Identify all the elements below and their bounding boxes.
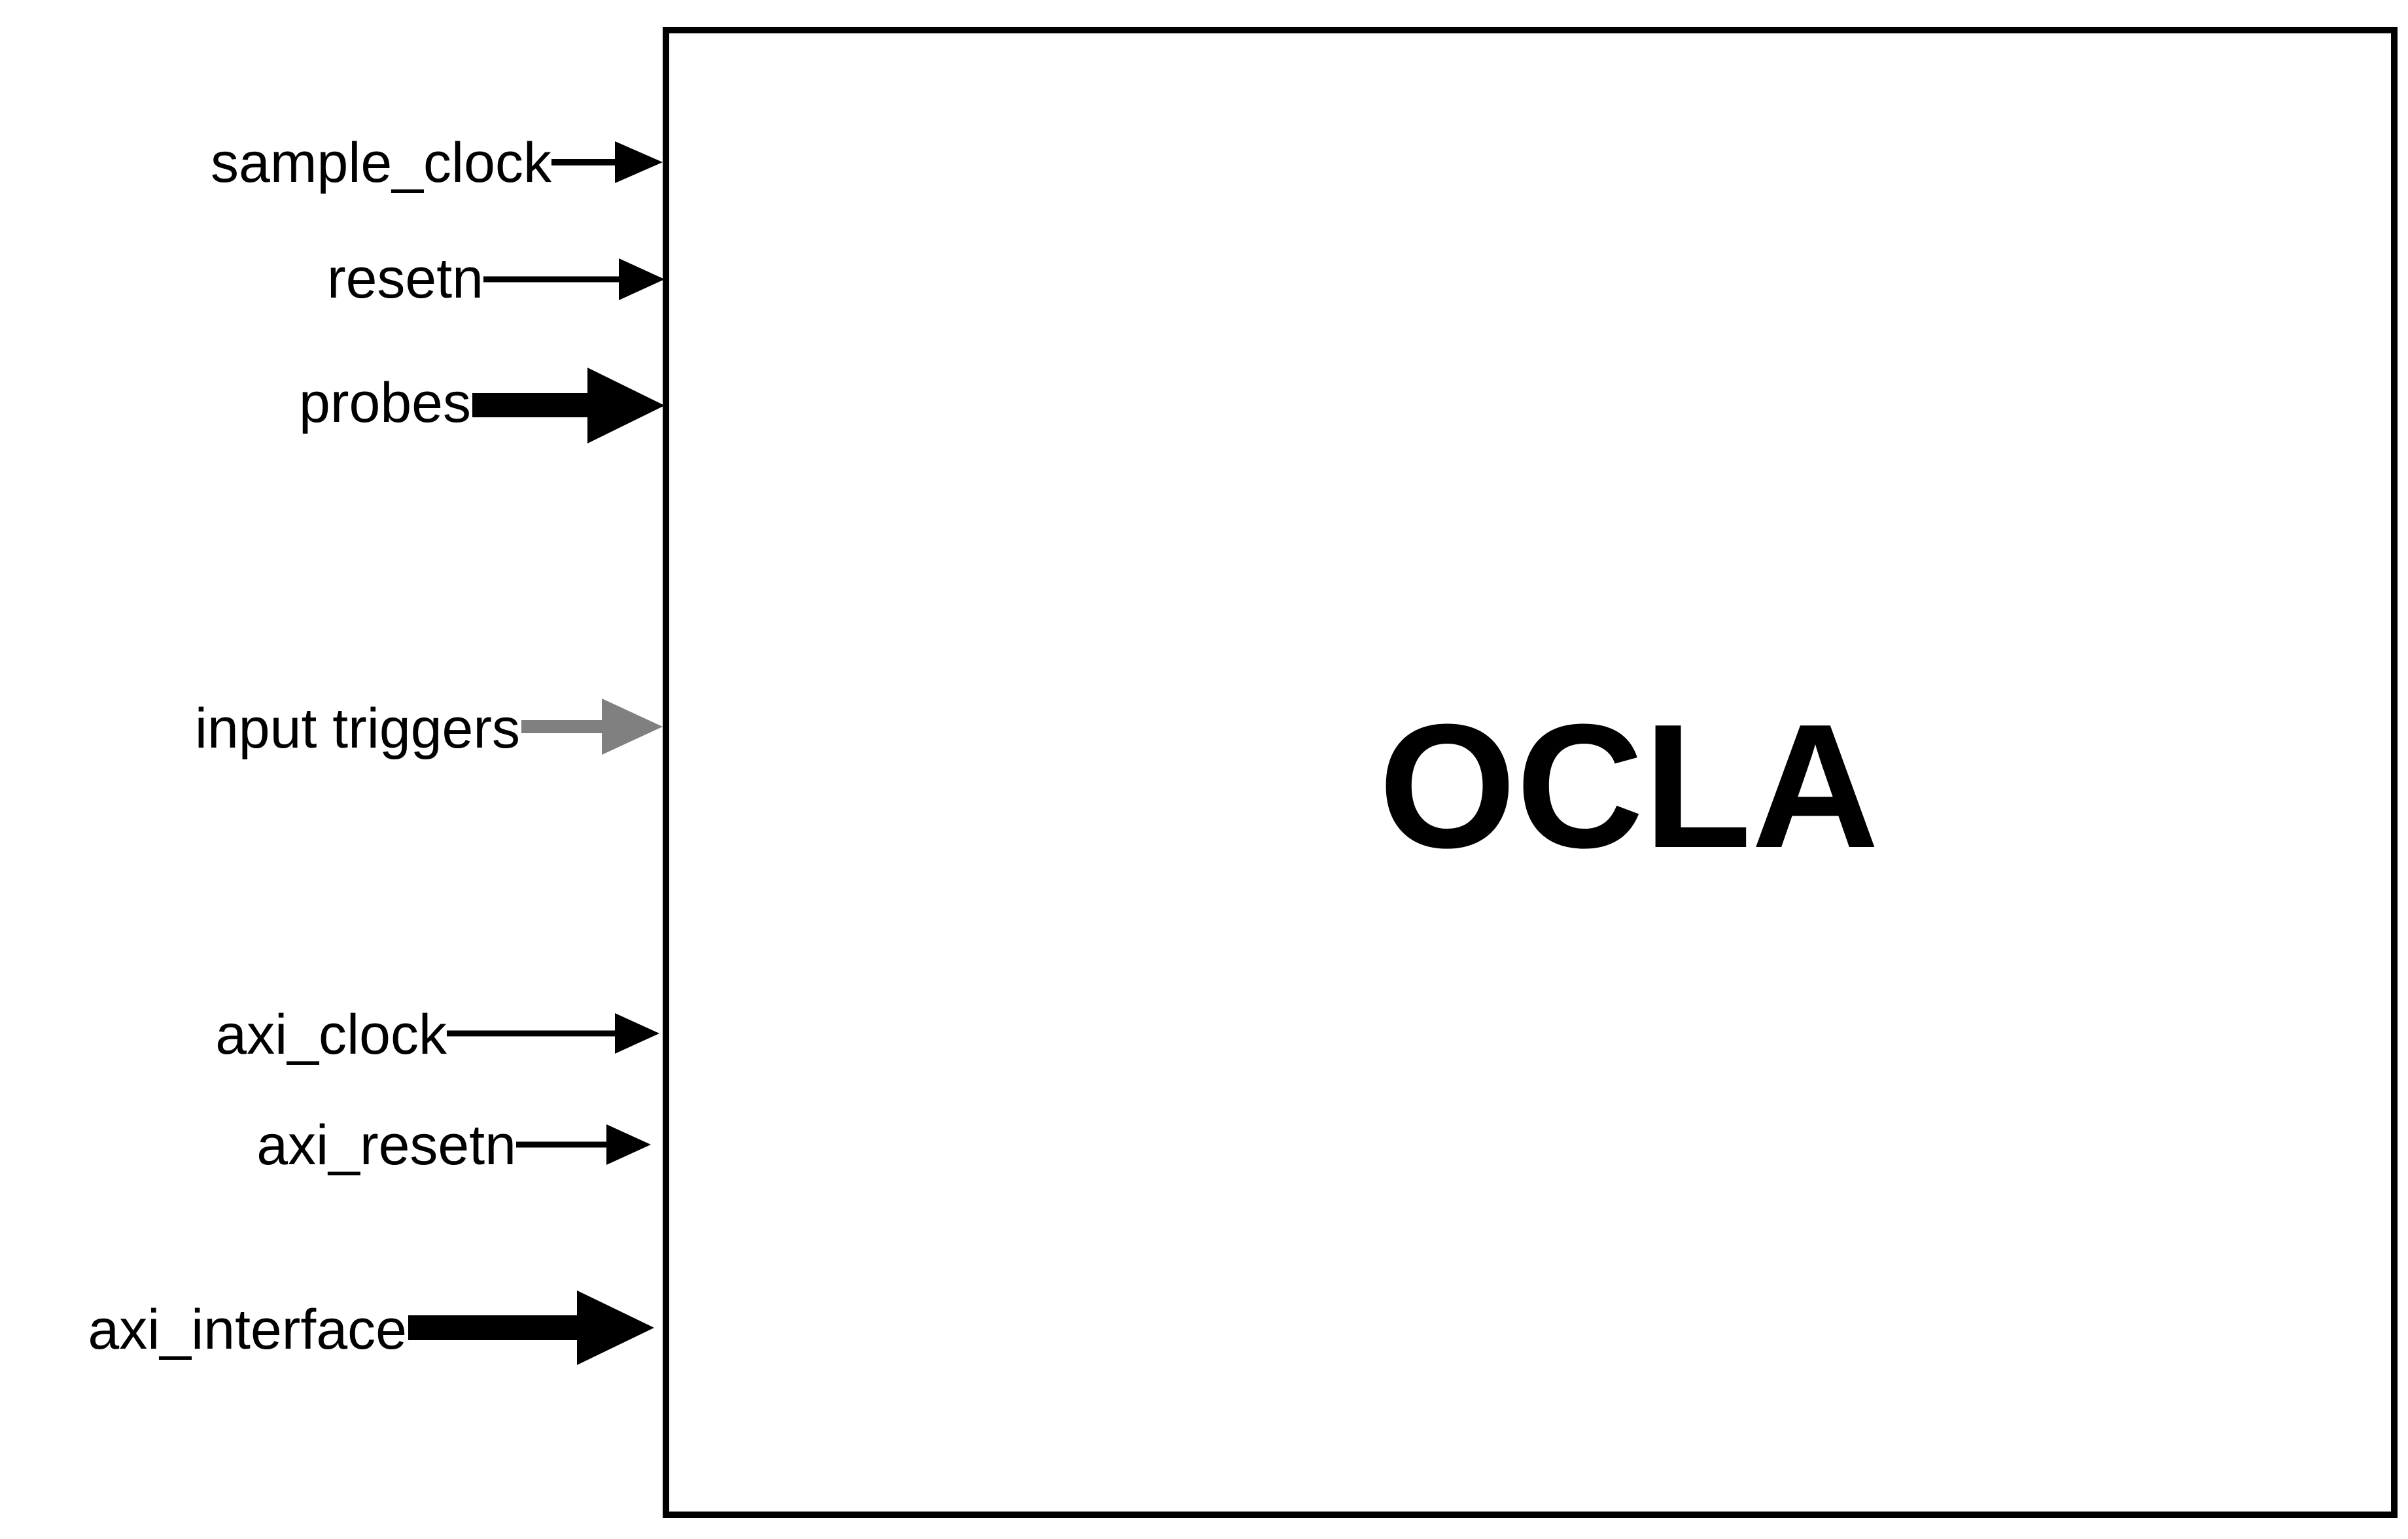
signal-arrow-head-sample-clock — [615, 141, 663, 183]
signal-label-resetn: resetn — [327, 247, 483, 310]
block-title: OCLA — [1379, 688, 1879, 885]
signal-probes: probes — [299, 368, 665, 443]
signal-arrow-head-probes — [587, 368, 665, 443]
signal-axi-interface: axi_interface — [88, 1290, 654, 1365]
signal-label-probes: probes — [299, 372, 471, 434]
signal-arrow-head-axi-interface — [577, 1290, 654, 1365]
signal-input-triggers: input triggers — [195, 697, 663, 760]
signal-label-axi-resetn: axi_resetn — [256, 1114, 516, 1177]
signal-arrow-shaft-probes — [472, 393, 603, 417]
signal-arrow-shaft-axi-interface — [408, 1315, 591, 1340]
signal-label-input-triggers: input triggers — [195, 697, 520, 760]
signal-arrow-head-axi-resetn — [606, 1124, 651, 1165]
signal-arrow-head-resetn — [619, 258, 665, 300]
signal-arrow-head-input-triggers — [602, 699, 663, 755]
signal-resetn: resetn — [327, 247, 665, 310]
signal-axi-clock: axi_clock — [215, 1003, 659, 1066]
signal-label-sample-clock: sample_clock — [211, 131, 552, 194]
signal-arrow-shaft-input-triggers — [521, 720, 613, 733]
signal-arrow-head-axi-clock — [615, 1013, 659, 1054]
signal-label-axi-clock: axi_clock — [215, 1003, 447, 1066]
signal-sample-clock: sample_clock — [211, 131, 663, 194]
ocla-block — [663, 27, 2398, 1518]
signal-label-axi-interface: axi_interface — [88, 1298, 407, 1361]
signal-axi-resetn: axi_resetn — [256, 1114, 651, 1177]
